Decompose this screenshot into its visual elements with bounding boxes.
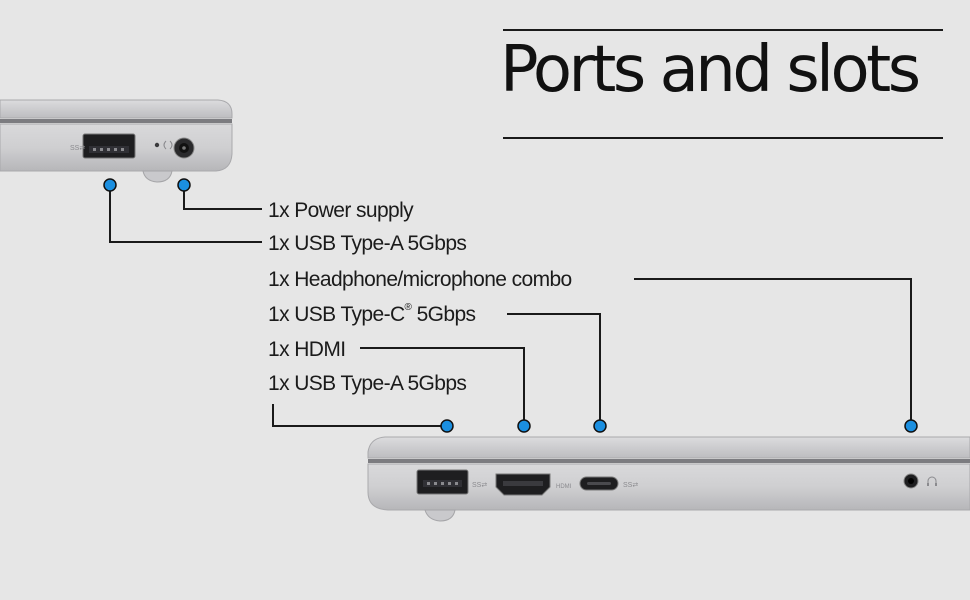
label-usb-c-speed: 5Gbps	[411, 303, 476, 326]
label-hdmi: 1x HDMI	[268, 338, 346, 361]
label-power-supply: 1x Power supply	[268, 199, 414, 222]
usb-a-port-left	[82, 133, 136, 159]
callout-line-power	[183, 185, 262, 210]
laptop-left-side: SS⇄	[0, 99, 233, 183]
callout-dot-headphone	[904, 419, 918, 433]
callout-dots	[103, 178, 918, 433]
title-rule-top	[503, 29, 943, 31]
usb-ss-marking-right-a: SS⇄	[472, 482, 487, 489]
callout-dot-usb-c	[593, 419, 607, 433]
hdmi-port	[495, 473, 551, 496]
callout-line-headphone	[634, 278, 912, 425]
laptop-right-side: SS⇄ HDMI SS⇄	[367, 436, 970, 522]
label-usb-a-left: 1x USB Type-A 5Gbps	[268, 232, 467, 255]
power-led-icon	[154, 142, 160, 148]
usb-ss-marking-left: SS⇄	[70, 145, 85, 152]
callout-line-usb-a-right	[272, 404, 447, 427]
power-jack	[173, 137, 195, 159]
title-rule-bottom	[503, 137, 943, 139]
usb-c-port	[579, 476, 619, 491]
page-title: Ports and slots	[500, 33, 921, 107]
label-headphone-combo: 1x Headphone/microphone combo	[268, 268, 572, 291]
registered-mark: ®	[404, 302, 412, 313]
callout-dot-hdmi	[517, 419, 531, 433]
power-symbol-icon	[163, 140, 173, 150]
label-usb-a-right: 1x USB Type-A 5Gbps	[268, 372, 467, 395]
label-usb-c: 1x USB Type-C® 5Gbps	[268, 302, 476, 326]
hdmi-marking: HDMI	[556, 484, 572, 490]
callout-line-usb-a-left	[109, 185, 262, 243]
callout-dot-usb-a-left	[103, 178, 117, 192]
headphone-icon	[927, 476, 937, 486]
callout-dot-power	[177, 178, 191, 192]
callout-line-hdmi	[360, 347, 525, 425]
callout-lines	[109, 185, 912, 427]
label-usb-c-text: 1x USB Type-C	[268, 303, 405, 326]
usb-ss-marking-right-c: SS⇄	[623, 482, 638, 489]
headphone-jack	[903, 473, 919, 489]
callout-dot-usb-a-right	[440, 419, 454, 433]
usb-a-port-right	[416, 469, 469, 495]
callout-line-usb-c	[507, 313, 601, 425]
